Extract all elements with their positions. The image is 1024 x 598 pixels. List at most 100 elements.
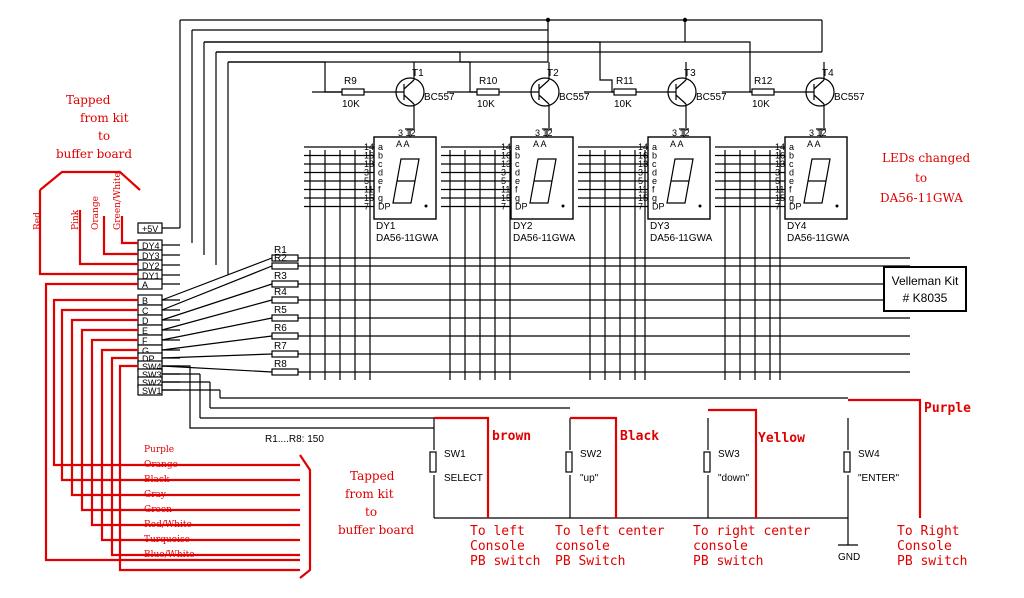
resistor-ref: R2 (274, 253, 287, 264)
switch-sw3 (703, 451, 711, 473)
kit-number: # K8035 (902, 291, 948, 305)
display-segment-label: g (378, 193, 383, 203)
wire (204, 41, 614, 93)
red-wire-sw3 (708, 408, 758, 518)
display-part: DA56-11GWA (513, 233, 576, 244)
tapped-note-top: from kit (80, 111, 129, 125)
wire-color-sw2: Black (620, 429, 659, 444)
switch-name: "ENTER" (858, 473, 899, 484)
connector-label: SW4 (142, 362, 162, 372)
switch-destination: PB Switch (555, 554, 625, 569)
switch-ref: SW2 (580, 449, 602, 460)
switch-destination: PB switch (693, 554, 763, 569)
switch-name: "down" (718, 473, 749, 484)
transistor-type: BC557 (559, 92, 590, 103)
decimal-point (561, 204, 565, 208)
connector-label: D (142, 316, 149, 326)
wire (685, 41, 752, 93)
wire-color-top: Pink (71, 209, 81, 230)
wire-color-top: Orange (91, 196, 101, 230)
junction-dot (545, 17, 551, 23)
tapped-note-bottom: to (365, 505, 377, 519)
switch-ref: SW3 (718, 449, 740, 460)
resistor-ref: R6 (274, 323, 287, 334)
display-segment-label: a (515, 142, 520, 152)
connector-label: E (142, 326, 148, 336)
red-wire (52, 298, 300, 467)
seven-segment-glyph (666, 158, 694, 204)
wire (228, 61, 342, 93)
wire-color-bottom: Green (144, 505, 172, 515)
resistor-ref: R12 (754, 76, 773, 87)
resistor-ref: R9 (344, 76, 357, 87)
display-segment-label: a (652, 142, 657, 152)
wire (538, 79, 550, 90)
connector-label: F (142, 336, 148, 346)
display-segment-label: g (515, 193, 520, 203)
display-segment-label: e (789, 176, 794, 186)
wire (403, 94, 415, 105)
display-ref: DY1 (376, 221, 396, 232)
red-wire (102, 216, 138, 256)
display-ref: DY4 (787, 221, 807, 232)
display-segment-label: c (652, 159, 657, 169)
connector-label: DY2 (142, 261, 160, 271)
display-common: A A (533, 139, 547, 149)
display-part: DA56-11GWA (787, 233, 850, 244)
switch-destination: To left (470, 524, 525, 539)
wire (161, 353, 273, 359)
connector-label: B (142, 296, 148, 306)
resistor-ref: R5 (274, 305, 287, 316)
resistor-value: 10K (477, 99, 495, 110)
seven-segment-glyph (529, 158, 557, 204)
wire-color-bottom: Blue/White (144, 550, 195, 560)
resistor-ref: R11 (616, 76, 634, 87)
decimal-point (424, 204, 428, 208)
red-wire (60, 308, 300, 482)
display-segment-label: e (515, 176, 520, 186)
wire-color-sw3: Yellow (758, 431, 805, 446)
display-segment-label: c (515, 159, 520, 169)
display-segment-label: d (378, 168, 383, 178)
display-segment-label: g (789, 193, 794, 203)
red-wire (44, 282, 300, 562)
wire-color-bottom: Black (144, 475, 170, 485)
wire-color-bottom: Gray (144, 490, 167, 500)
wire (403, 79, 415, 90)
connector-label: A (142, 280, 148, 290)
wire-color-sw4: Purple (924, 401, 971, 416)
connector-label: DY1 (142, 271, 160, 281)
resistor-value: 10K (614, 99, 632, 110)
display-segment-label: e (652, 176, 657, 186)
wire-color-top: Red (33, 212, 43, 230)
display-segment-label: DP (378, 202, 391, 212)
wire-color-top: Green/White (113, 172, 123, 230)
transistor-ref: T1 (412, 68, 424, 79)
switch-name: SELECT (444, 473, 483, 484)
switch-ref: SW1 (444, 449, 466, 460)
wire-color-bottom: Orange (144, 460, 178, 470)
red-bracket-top (39, 170, 141, 191)
wire (161, 317, 273, 341)
wire (675, 94, 687, 105)
connector-label: DP (142, 354, 155, 364)
switch-sw1 (429, 451, 437, 473)
display-segment-label: f (515, 185, 518, 195)
wire (161, 257, 273, 301)
kit-name: Velleman Kit (891, 274, 959, 288)
display-segment-label: d (515, 168, 520, 178)
display-common-pins: 3 12 (809, 128, 827, 138)
display-segment-label: b (515, 151, 520, 161)
wire (813, 94, 825, 105)
resistor-value: 10K (342, 99, 360, 110)
connector-label: DY3 (142, 251, 160, 261)
display-segment-label: b (789, 151, 794, 161)
switch-destination: console (555, 539, 610, 554)
display-segment-label: DP (515, 202, 528, 212)
switch-destination: To left center (555, 524, 665, 539)
wire (161, 283, 273, 321)
switch-destination: Console (470, 539, 525, 554)
display-segment-label: b (652, 151, 657, 161)
gnd-label: GND (838, 552, 860, 563)
